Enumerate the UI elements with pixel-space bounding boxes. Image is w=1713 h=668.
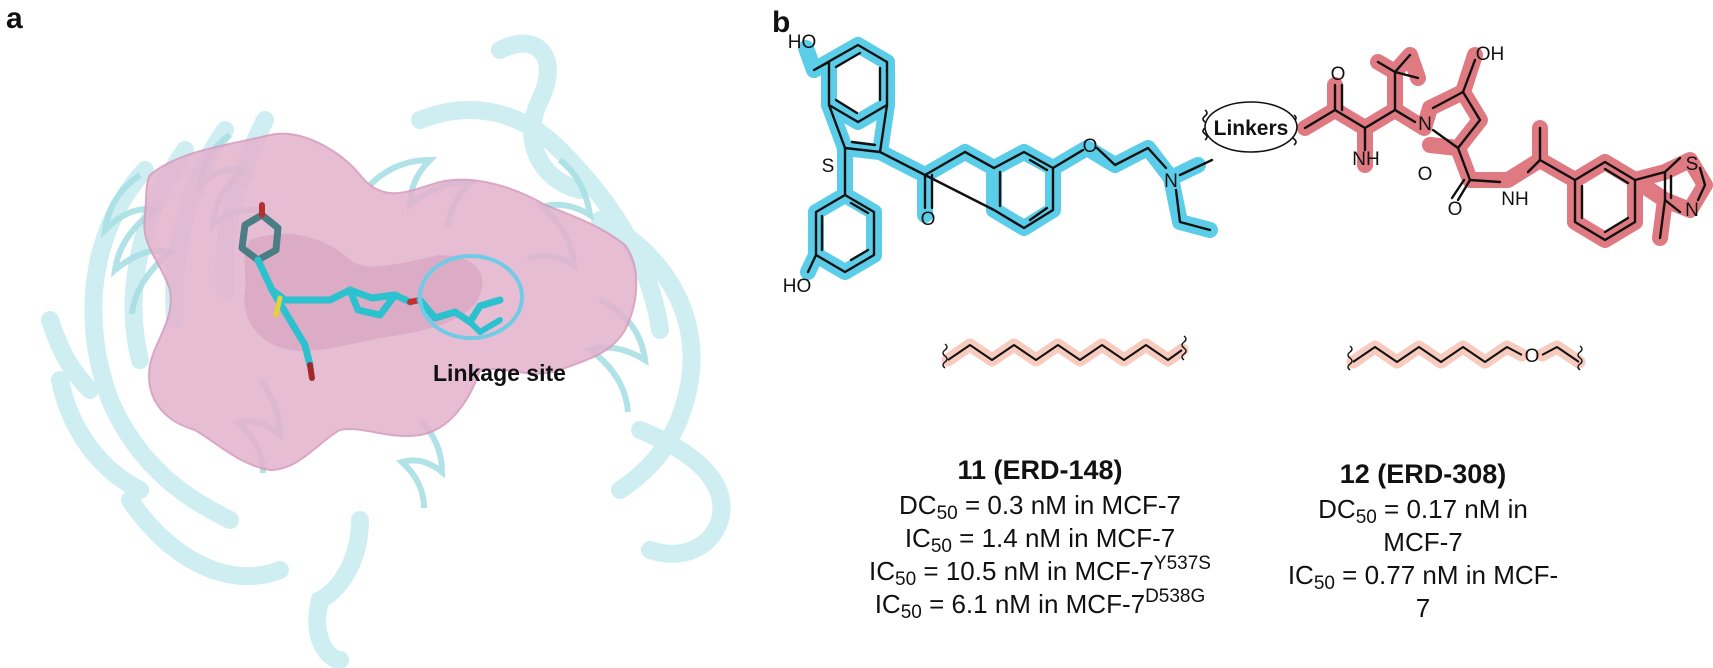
atom-o-amide3: O (1448, 199, 1463, 220)
measurement-subscript: 50 (900, 602, 922, 623)
atom-o-amide2: O (1418, 164, 1433, 185)
linker-oval (1204, 101, 1298, 153)
linker-label: Linkers (1214, 117, 1289, 140)
atom-n-thiazole: N (1685, 200, 1699, 221)
measurement-subscript: 50 (936, 503, 958, 524)
atom-n-pyrrolidine: N (1418, 114, 1432, 135)
atom-s-thiazole: S (1686, 154, 1699, 175)
bonds (806, 43, 1707, 274)
measurement-metric: DC (1318, 494, 1356, 524)
linker-12-structure: O (1346, 340, 1586, 371)
measurement-subscript: 50 (1355, 507, 1377, 528)
linker-11-structure (941, 335, 1189, 369)
compound-name: 12 (ERD-308) (1339, 459, 1507, 489)
panel-label-a: a (6, 2, 23, 35)
measurement-line: IC50 = 1.4 nM in MCF-7 (860, 522, 1220, 557)
measurement-metric: IC (869, 556, 896, 586)
atom-o-amide1: O (1331, 64, 1346, 85)
bound-ligand (238, 202, 504, 381)
atom-o-ether: O (1083, 136, 1098, 157)
chemical-structure: Linkers HO HO S O O N O NH O N OH O NH S… (783, 32, 1713, 371)
measurement-cell-line-mutation: Y537S (1153, 553, 1211, 574)
protein-structure: Linkage site (41, 34, 731, 668)
er-ligand-highlight (798, 37, 1218, 280)
atom-ho-top: HO (788, 32, 817, 53)
atom-nh-2: NH (1501, 189, 1528, 210)
measurement-subscript: 50 (1313, 573, 1335, 594)
measurement-metric: IC (904, 523, 931, 553)
measurement-value: = 6.1 nM in MCF-7 (921, 589, 1146, 619)
measurement-subscript: 50 (895, 569, 917, 590)
panel-label-b: b (772, 6, 791, 39)
measurement-value: = 0.17 nM in MCF-7 (1376, 494, 1528, 557)
atom-labels: HO HO S O O N O NH O N OH O NH S N (783, 32, 1699, 297)
measurement-metric: DC (899, 490, 937, 520)
atom-o-ketone: O (921, 209, 936, 230)
atom-n-amine: N (1164, 171, 1178, 192)
atom-nh-1: NH (1352, 149, 1379, 170)
measurement-line: IC50 = 0.77 nM in MCF-7 (1283, 559, 1563, 625)
measurement-line: IC50 = 6.1 nM in MCF-7D538G (860, 586, 1220, 623)
measurement-value: = 10.5 nM in MCF-7 (916, 556, 1154, 586)
atom-oh: OH (1476, 44, 1505, 65)
measurement-line: DC50 = 0.3 nM in MCF-7 (860, 489, 1220, 524)
atom-ho-bottom: HO (783, 276, 812, 297)
linker-12-oxygen: O (1525, 346, 1540, 367)
measurement-value: = 1.4 nM in MCF-7 (951, 523, 1176, 553)
compound-name: 11 (ERD-148) (957, 455, 1123, 485)
linkage-site-label: Linkage site (433, 360, 566, 386)
measurement-metric: IC (874, 589, 901, 619)
atom-s-ring: S (822, 156, 835, 177)
measurement-metric: IC (1287, 560, 1314, 590)
measurement-subscript: 50 (930, 536, 952, 557)
measurement-cell-line-mutation: D538G (1145, 586, 1206, 607)
measurement-line: IC50 = 10.5 nM in MCF-7Y537S (860, 553, 1220, 590)
measurement-value: = 0.77 nM in MCF-7 (1334, 560, 1559, 623)
measurement-value: = 0.3 nM in MCF-7 (957, 490, 1181, 520)
linkage-site-circle (418, 254, 524, 340)
measurement-line: DC50 = 0.17 nM in MCF-7 (1283, 493, 1563, 559)
